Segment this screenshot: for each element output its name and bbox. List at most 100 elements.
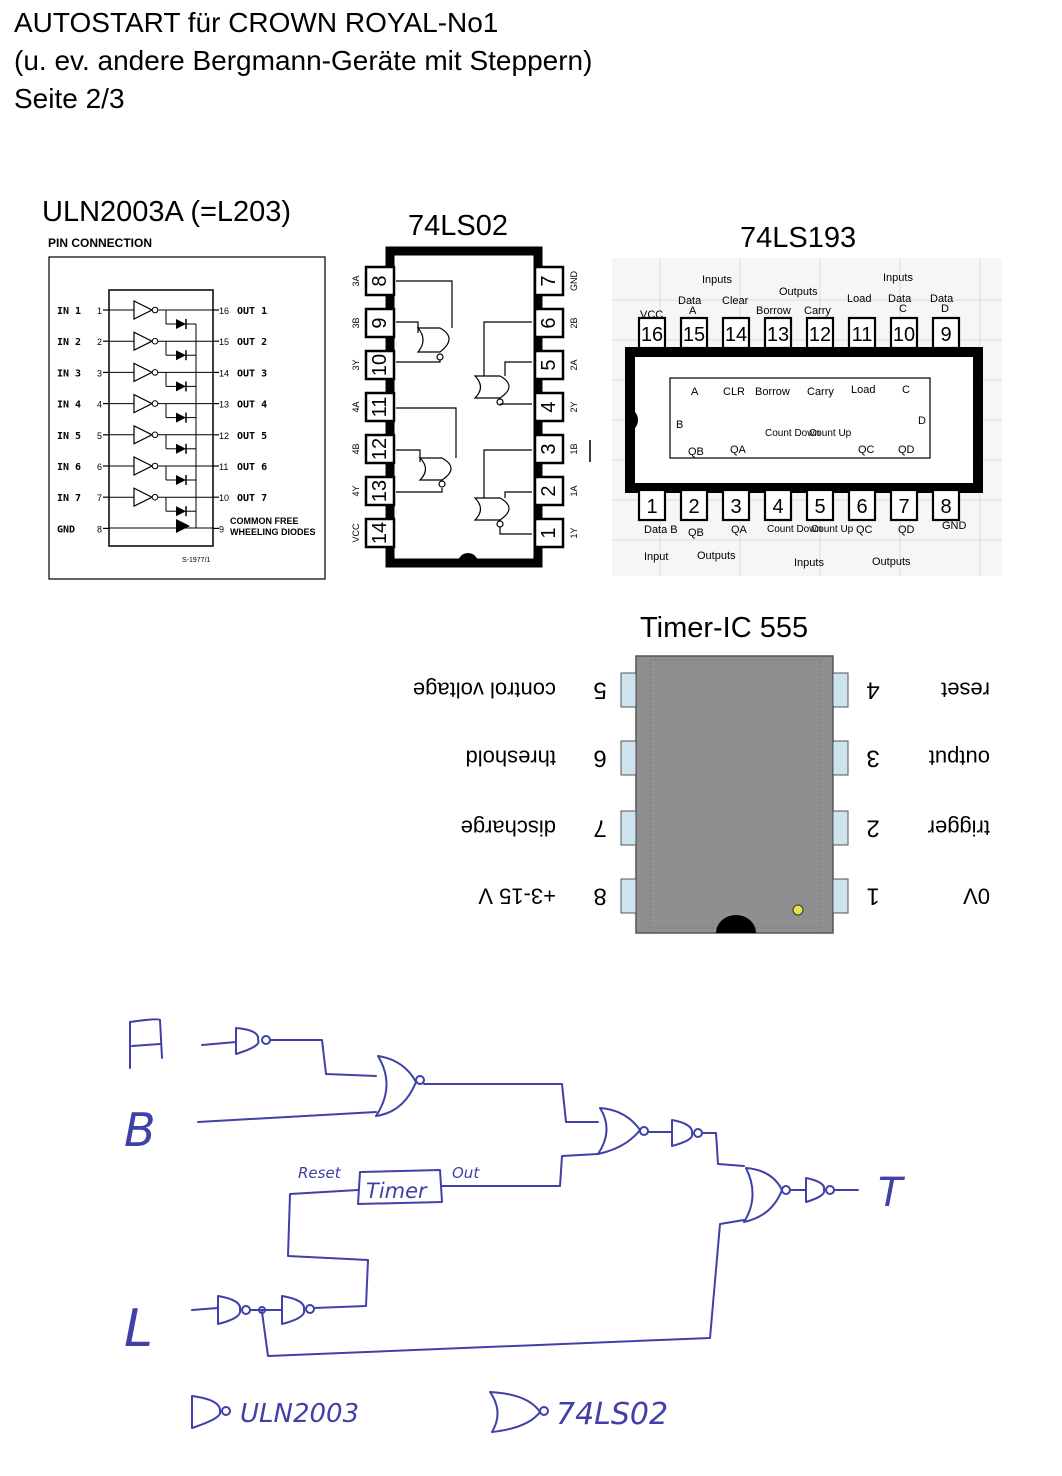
- ls193-top-data-d-sub: D: [941, 303, 949, 315]
- ls02-pin-num: 4: [538, 401, 560, 412]
- uln-right-pin-num: 14: [219, 368, 229, 378]
- timer555-notch: [716, 915, 756, 933]
- ls193-pin-box: [679, 316, 709, 350]
- timer555-pin-num: 8: [593, 883, 606, 910]
- uln-left-pin-num: 4: [97, 400, 102, 410]
- ls02-pin-box: [533, 433, 565, 465]
- sketch-input-a-glyph: [129, 1018, 163, 1069]
- ls193-pin-num: 4: [772, 496, 783, 518]
- uln-buffer-icon: [133, 331, 154, 352]
- ls193-pin-num: 13: [767, 324, 789, 346]
- sketch-nor-1: [375, 1055, 417, 1117]
- ls193-inner-d: D: [918, 415, 926, 427]
- ls02-pin-label: 2Y: [569, 401, 579, 412]
- sketch-inverter-3: [805, 1177, 826, 1203]
- ls193-inner-qb: QB: [688, 446, 704, 458]
- ls02-pin-label: 4B: [351, 443, 361, 454]
- ls02-pin-box: [533, 517, 565, 549]
- uln-buffer-icon: [133, 300, 154, 320]
- timer555-pin-label: discharge: [461, 816, 556, 841]
- uln-right-pin-num: 13: [219, 400, 229, 410]
- ls02-pin-label: 4A: [351, 401, 361, 412]
- ls02-pin-label: GND: [569, 271, 579, 292]
- uln2003-title: ULN2003A (=L203): [42, 196, 292, 228]
- uln-left-pin-num: 6: [97, 462, 102, 472]
- sketch-inverter-l1: [217, 1295, 242, 1325]
- sketch-timer-label: Timer: [366, 1179, 428, 1203]
- ls02-notch: [458, 553, 478, 563]
- uln-buffer-icon: [133, 393, 154, 414]
- ls02-pin-box: [364, 391, 396, 423]
- ls02-pin-label: 1B: [569, 443, 579, 454]
- ls193-pin-box: [931, 316, 961, 350]
- timer555-pin-label: 0V: [963, 884, 990, 909]
- sketch-legend-ls02: 74LS02: [556, 1397, 668, 1432]
- timer555-pin: [620, 878, 637, 914]
- ls02-pin-box: [364, 265, 396, 297]
- ls193-title: 74LS193: [740, 222, 857, 254]
- timer555-pin: [620, 810, 637, 846]
- ls02-pin-num: 6: [538, 317, 560, 328]
- ls02-title: 74LS02: [408, 210, 508, 242]
- uln-buffer-icon: [133, 362, 154, 383]
- uln-left-pin-num: 8: [97, 524, 102, 534]
- ls02-pin-label: 4Y: [351, 485, 361, 496]
- ls02-pin-num: 9: [369, 317, 391, 328]
- sketch-timer-box: [357, 1169, 443, 1205]
- ls02-pin-label: VCC: [351, 523, 361, 543]
- ls193-top-inputs-right: Inputs: [883, 272, 913, 284]
- ls193-pin-num: 15: [683, 324, 705, 346]
- ls02-pin-box: [533, 307, 565, 339]
- uln-left-pin-label: IN 4: [57, 400, 81, 411]
- ls193-bottom-input: Input: [644, 551, 668, 563]
- timer555-pin1-dot: [792, 904, 804, 916]
- ls193-pin-box: [889, 316, 919, 350]
- sketch-nor-3: [743, 1167, 783, 1223]
- ls193-bottom-inputs: Inputs: [794, 557, 824, 569]
- ls193-pin-num: 1: [646, 496, 657, 518]
- ls193-pin-box: [637, 316, 667, 350]
- timer555-pin-num: 5: [593, 677, 606, 704]
- uln-left-pin-label: GND: [57, 524, 75, 535]
- ls193-bottom-count-up: Count Up: [811, 524, 854, 535]
- ls193-inner-c: C: [902, 384, 910, 396]
- ls193-bottom-qb: QB: [688, 527, 704, 539]
- ls193-bottom-qc: QC: [856, 524, 873, 536]
- ls193-bottom-qd: QD: [898, 524, 915, 536]
- uln-left-pin-label: IN 5: [57, 431, 81, 442]
- ls193-bottom-count-down: Count Down: [767, 524, 822, 535]
- timer555-title: Timer-IC 555: [640, 612, 809, 644]
- uln-diode-icon: [176, 443, 186, 454]
- ls193-bottom-outputs-right: Outputs: [872, 556, 911, 568]
- ls02-pin-num: 13: [369, 480, 391, 502]
- timer555-body: [635, 655, 834, 934]
- uln-left-pin-num: 2: [97, 337, 102, 347]
- uln-common-2: WHEELING DIODES: [230, 527, 316, 537]
- timer555-pin-num: 2: [866, 815, 879, 842]
- ls193-inner-qc: QC: [858, 444, 875, 456]
- timer555-pin-label: control voltage: [413, 678, 556, 703]
- ls02-pin-num: 3: [538, 443, 560, 454]
- timer555-pin-label: output: [929, 746, 990, 771]
- sketch-input-l: L: [124, 1299, 153, 1359]
- ls02-pin-box: [364, 349, 396, 381]
- circuit-sketch: B L T Timer Reset Out: [124, 1018, 906, 1433]
- ls193-pin-num: 7: [898, 496, 909, 518]
- ls193-top-data-c-sub: C: [899, 303, 907, 315]
- ls193-vcc: VCC: [640, 309, 663, 321]
- sketch-legend-uln: ULN2003: [240, 1399, 359, 1429]
- timer555-pin-num: 3: [866, 745, 879, 772]
- ls02-pin-box: [364, 475, 396, 507]
- ls193-top-clear: Clear: [722, 295, 749, 307]
- uln-footnote: S-1977/1: [182, 557, 211, 564]
- ls02-pin-num: 2: [538, 485, 560, 496]
- ls193-pin-num: 5: [814, 496, 825, 518]
- uln-chip-body: [108, 289, 214, 547]
- ls193-inner-a: A: [691, 386, 699, 398]
- uln-common-diode-icon: [176, 519, 190, 533]
- ls02-pin-box: [533, 475, 565, 507]
- sketch-out-label: Out: [452, 1164, 480, 1182]
- uln-diode-icon: [176, 475, 186, 485]
